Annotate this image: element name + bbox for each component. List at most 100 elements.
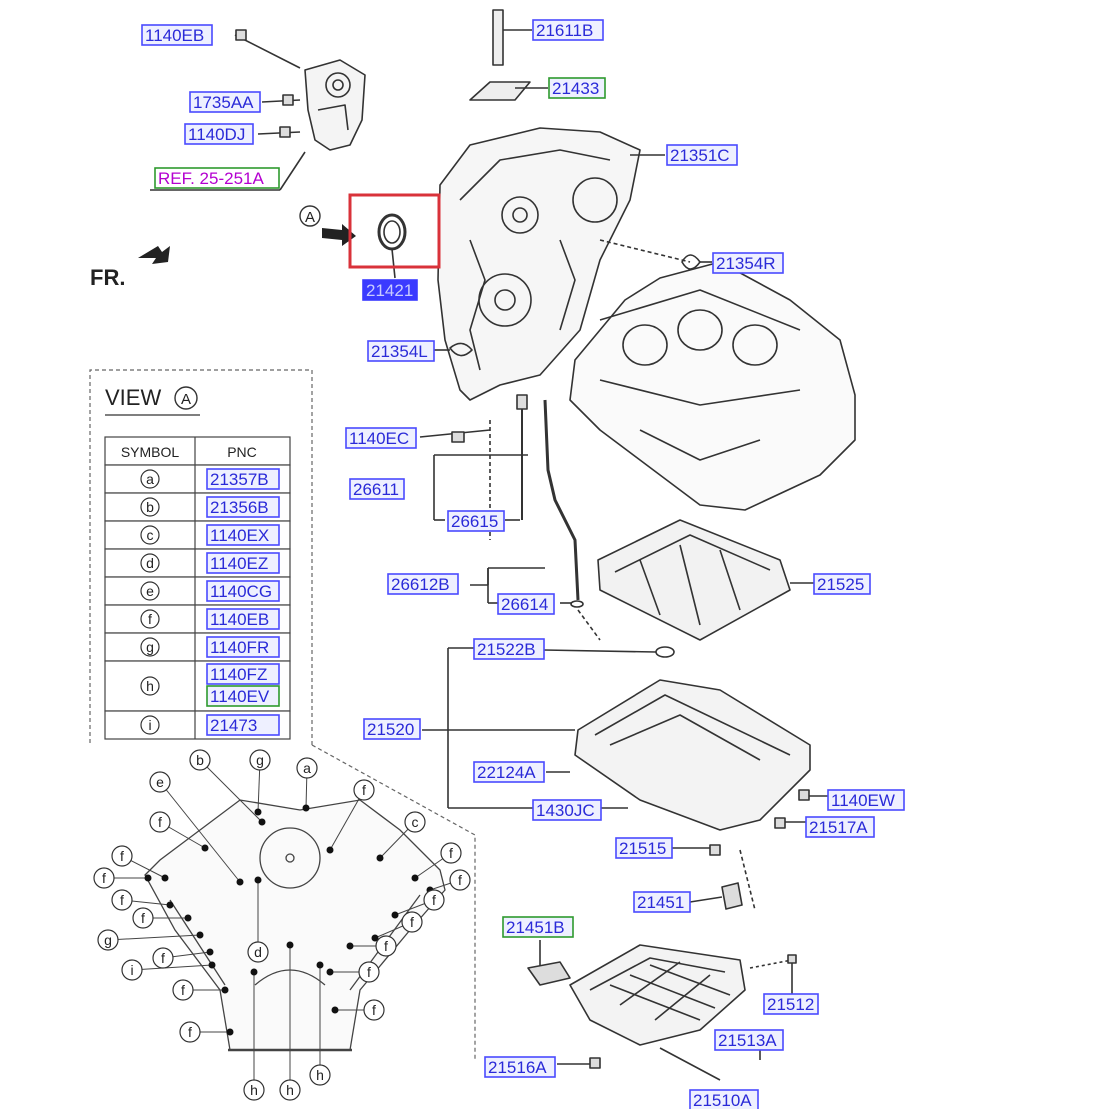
symbol-badge-b: b: [140, 497, 160, 517]
callout-ref-25-251a: REF. 25-251A: [154, 167, 280, 189]
callout-26615: 26615: [447, 510, 505, 532]
svg-text:e: e: [146, 583, 154, 599]
svg-text:h: h: [286, 1082, 294, 1098]
svg-text:f: f: [372, 1002, 376, 1018]
callout-26615-text: 26615: [451, 512, 498, 531]
svg-text:h: h: [316, 1067, 324, 1083]
front-view-symbol-g-1: g: [249, 749, 271, 816]
svg-text:f: f: [120, 848, 124, 864]
front-view-symbol-h-24: h: [243, 968, 265, 1101]
front-view-symbol-d-23: d: [247, 876, 269, 963]
svg-text:f: f: [161, 950, 165, 966]
callout-26611: 26611: [349, 478, 405, 500]
view-title: VIEW: [105, 385, 161, 410]
front-view-symbol-a-2: a: [296, 757, 318, 812]
callout-21525-text: 21525: [817, 575, 864, 594]
front-view-symbol-g-13: g: [97, 929, 204, 951]
pnc-21357b: 21357B: [206, 468, 280, 490]
front-direction-arrow: [138, 246, 170, 264]
callout-21451b: 21451B: [502, 916, 574, 938]
callout-26614: 26614: [497, 593, 555, 615]
callout-1140eb-text: 1140EB: [145, 26, 204, 45]
pnc-1140ev-text: 1140EV: [210, 687, 270, 706]
front-view-symbol-f-22: f: [179, 1021, 234, 1043]
pnc-1140ex-text: 1140EX: [210, 526, 269, 545]
svg-text:g: g: [146, 639, 154, 655]
svg-text:f: f: [432, 892, 436, 908]
callout-1140ec: 1140EC: [345, 427, 417, 449]
svg-text:A: A: [305, 209, 315, 226]
front-view-symbol-f-21: f: [331, 999, 385, 1021]
callout-21611b: 21611B: [532, 19, 604, 41]
front-view-symbol-c-6: c: [376, 811, 426, 862]
upper-bolt-bracket-drawing: [469, 9, 548, 101]
callout-21351c-text: 21351C: [670, 146, 730, 165]
pnc-1140cg-text: 1140CG: [210, 582, 272, 601]
svg-text:f: f: [188, 1024, 192, 1040]
callout-ref-25-251a-text: REF. 25-251A: [158, 169, 264, 188]
gasket-drawings: [434, 254, 712, 357]
callout-21451: 21451: [633, 891, 691, 913]
front-view-symbol-f-14: f: [391, 889, 445, 919]
callout-1735aa: 1735AA: [189, 91, 261, 113]
water-pump-drawing: [150, 29, 366, 191]
callout-21515: 21515: [615, 837, 673, 859]
front-view-symbol-f-12: f: [132, 907, 192, 929]
callout-1140dj-text: 1140DJ: [188, 125, 245, 144]
front-view-symbol-f-8: f: [93, 867, 152, 889]
svg-text:f: f: [449, 845, 453, 861]
symbol-badge-f: f: [140, 609, 160, 629]
symbol-badge-c: c: [140, 525, 160, 545]
callout-21513a-text: 21513A: [718, 1031, 777, 1050]
callout-22124a-text: 22124A: [477, 763, 536, 782]
callout-21512-text: 21512: [767, 995, 814, 1014]
svg-text:c: c: [147, 527, 154, 543]
view-a-arrow: [322, 224, 356, 246]
pnc-1140eb-text: 1140EB: [210, 610, 269, 629]
front-view-symbol-e-3: e: [149, 771, 244, 886]
callout-21510a: 21510A: [689, 1089, 759, 1109]
callout-21525: 21525: [813, 573, 871, 595]
symbol-row-a: a 21357B: [104, 464, 291, 494]
svg-text:f: f: [367, 964, 371, 980]
callout-26614-text: 26614: [501, 595, 548, 614]
svg-text:a: a: [146, 471, 154, 487]
callout-21433-text: 21433: [552, 79, 599, 98]
front-view-symbol-f-11: f: [111, 889, 174, 911]
callout-21433: 21433: [548, 77, 606, 99]
svg-text:a: a: [303, 760, 311, 776]
symbol-row-c: c 1140EX: [104, 520, 291, 550]
callout-21421: 21421: [362, 279, 418, 301]
svg-text:f: f: [384, 938, 388, 954]
svg-text:c: c: [412, 814, 419, 830]
oil-seal-drawing: [377, 213, 407, 279]
callout-22124a: 22124A: [473, 761, 545, 783]
symbol-badge-g: g: [140, 637, 160, 657]
svg-text:f: f: [148, 611, 152, 627]
pnc-21473-text: 21473: [210, 716, 257, 735]
svg-text:g: g: [104, 932, 112, 948]
front-view-symbol-f-10: f: [426, 869, 471, 894]
svg-text:f: f: [181, 982, 185, 998]
svg-text:f: f: [158, 814, 162, 830]
symbol-row-b: b 21356B: [104, 492, 291, 522]
svg-text:A: A: [181, 391, 191, 408]
callout-21451-text: 21451: [637, 893, 684, 912]
front-view-symbol-h-25: h: [279, 941, 301, 1101]
pnc-21356b-text: 21356B: [210, 498, 269, 517]
callout-26612b: 26612B: [387, 573, 459, 595]
pnc-1140ex: 1140EX: [206, 524, 280, 546]
pnc-1140fr-text: 1140FR: [210, 638, 269, 657]
symbol-badge-e: e: [140, 581, 160, 601]
callout-1140ew-text: 1140EW: [831, 791, 895, 810]
callout-21451b-text: 21451B: [506, 918, 565, 937]
pnc-1140fz-text: 1140FZ: [210, 665, 267, 684]
pnc-1140ez: 1140EZ: [206, 552, 280, 574]
front-direction-label: FR.: [90, 265, 125, 290]
pnc-1140ev: 1140EV: [206, 685, 280, 707]
svg-text:b: b: [196, 752, 204, 768]
callout-1735aa-text: 1735AA: [193, 93, 254, 112]
oil-pan-lower-drawing: [527, 940, 797, 1081]
